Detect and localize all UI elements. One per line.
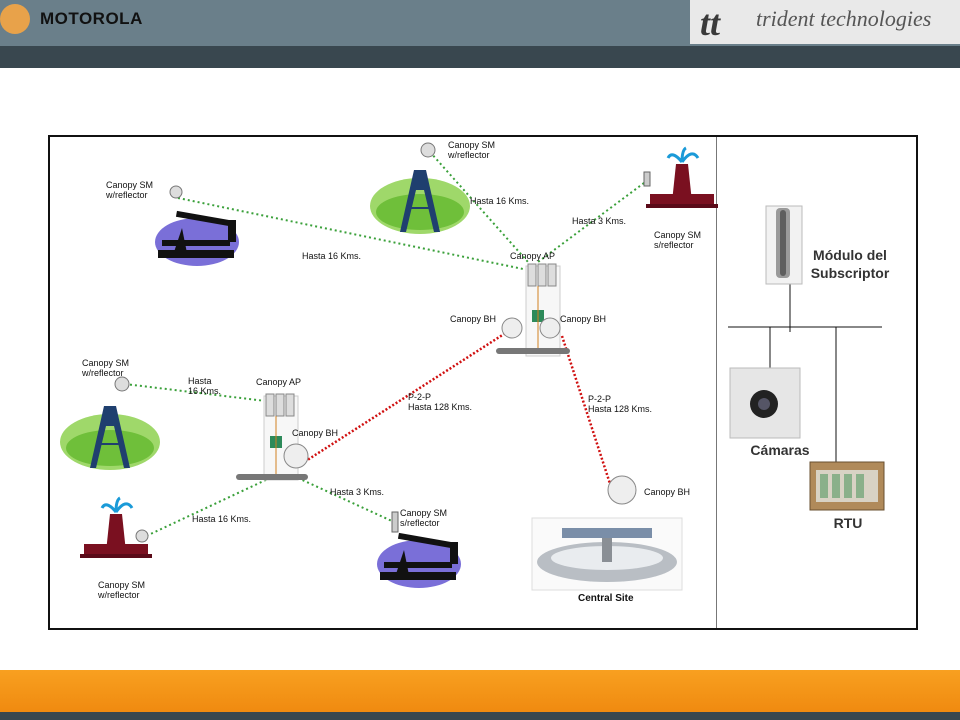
dish-antenna-icon: [501, 317, 523, 339]
label-sm-top: Canopy SM w/reflector: [448, 140, 496, 160]
label-sm-right-top: Canopy SM s/reflector: [654, 230, 702, 250]
oil-derrick-icon: [60, 406, 160, 470]
subscriber-module-icon: [765, 205, 803, 285]
label-bh-left: Canopy BH: [292, 428, 339, 438]
subscriber-module-icon: [391, 511, 399, 533]
label-bh-main-right: Canopy BH: [560, 314, 607, 324]
p2p-links: [297, 332, 616, 497]
link-apleft-sm-bottommid: [297, 477, 395, 523]
label-rtu: RTU: [833, 515, 863, 531]
dish-antenna-icon: [607, 475, 637, 505]
label-hasta16-d: Hasta 16 Kms.: [192, 514, 252, 524]
link-p2p-right: [560, 335, 616, 497]
oil-pump-icon: [155, 210, 239, 266]
dish-antenna-icon: [114, 376, 130, 392]
label-sm-left-top: Canopy SM w/reflector: [106, 180, 154, 200]
label-sm-left-mid: Canopy SM w/reflector: [82, 358, 130, 378]
link-sm-leftmid-apleft: [124, 383, 275, 403]
label-central-site: Central Site: [578, 593, 634, 604]
dish-antenna-icon: [420, 142, 436, 158]
trident-logo-text: trident technologies: [756, 6, 932, 31]
dish-antenna-icon: [169, 185, 183, 199]
wireless-links: [124, 151, 649, 539]
rtu-cabinet-icon: [809, 461, 885, 511]
footer-strip: [0, 712, 960, 720]
label-ap-left: Canopy AP: [256, 377, 302, 387]
label-p2p-right: P-2-P Hasta 128 Kms.: [588, 394, 653, 414]
label-ap-main: Canopy AP: [510, 251, 556, 261]
link-sm-bottomleft-apleft: [141, 477, 271, 539]
dish-antenna-icon: [135, 529, 149, 543]
label-hasta16-b: Hasta 16 Kms.: [302, 251, 362, 261]
trident-logo: tt trident technologies: [690, 0, 960, 44]
label-hasta16-c: Hasta 16 Kms.: [188, 376, 222, 396]
panel-divider: [716, 137, 717, 628]
label-hasta16-a: Hasta 16 Kms.: [470, 196, 530, 206]
legend-network-lines: [728, 283, 882, 462]
label-p2p-left: P-2-P Hasta 128 Kms.: [408, 392, 473, 412]
label-cameras: Cámaras: [750, 442, 810, 458]
subscriber-module-icon: [643, 171, 651, 187]
security-camera-icon: [729, 367, 801, 439]
label-bh-central: Canopy BH: [644, 487, 691, 497]
offshore-platform-icon: [80, 496, 152, 558]
access-point-tower-icon: [496, 263, 570, 357]
label-hasta3-a: Hasta 3 Kms.: [572, 216, 627, 226]
label-sm-bottom-left: Canopy SM w/reflector: [98, 580, 146, 600]
oil-pump-icon: [377, 532, 461, 588]
oil-derrick-icon: [370, 170, 470, 234]
motorola-logo-icon: [0, 4, 30, 34]
label-sm-bottom-mid: Canopy SM s/reflector: [400, 508, 448, 528]
footer-bar: [0, 670, 960, 712]
link-p2p-left: [297, 332, 505, 468]
motorola-logo-text: MOTOROLA: [40, 9, 143, 28]
label-hasta3-b: Hasta 3 Kms.: [330, 487, 385, 497]
label-subscriber-module: Módulo del Subscriptor: [810, 247, 890, 281]
trident-logo-mark: tt: [700, 3, 721, 43]
control-room-icon: [531, 517, 683, 591]
dish-antenna-icon: [283, 443, 309, 469]
offshore-platform-icon: [646, 146, 718, 208]
label-bh-main-left: Canopy BH: [450, 314, 497, 324]
dish-antenna-icon: [539, 317, 561, 339]
header-strip: [0, 46, 960, 68]
